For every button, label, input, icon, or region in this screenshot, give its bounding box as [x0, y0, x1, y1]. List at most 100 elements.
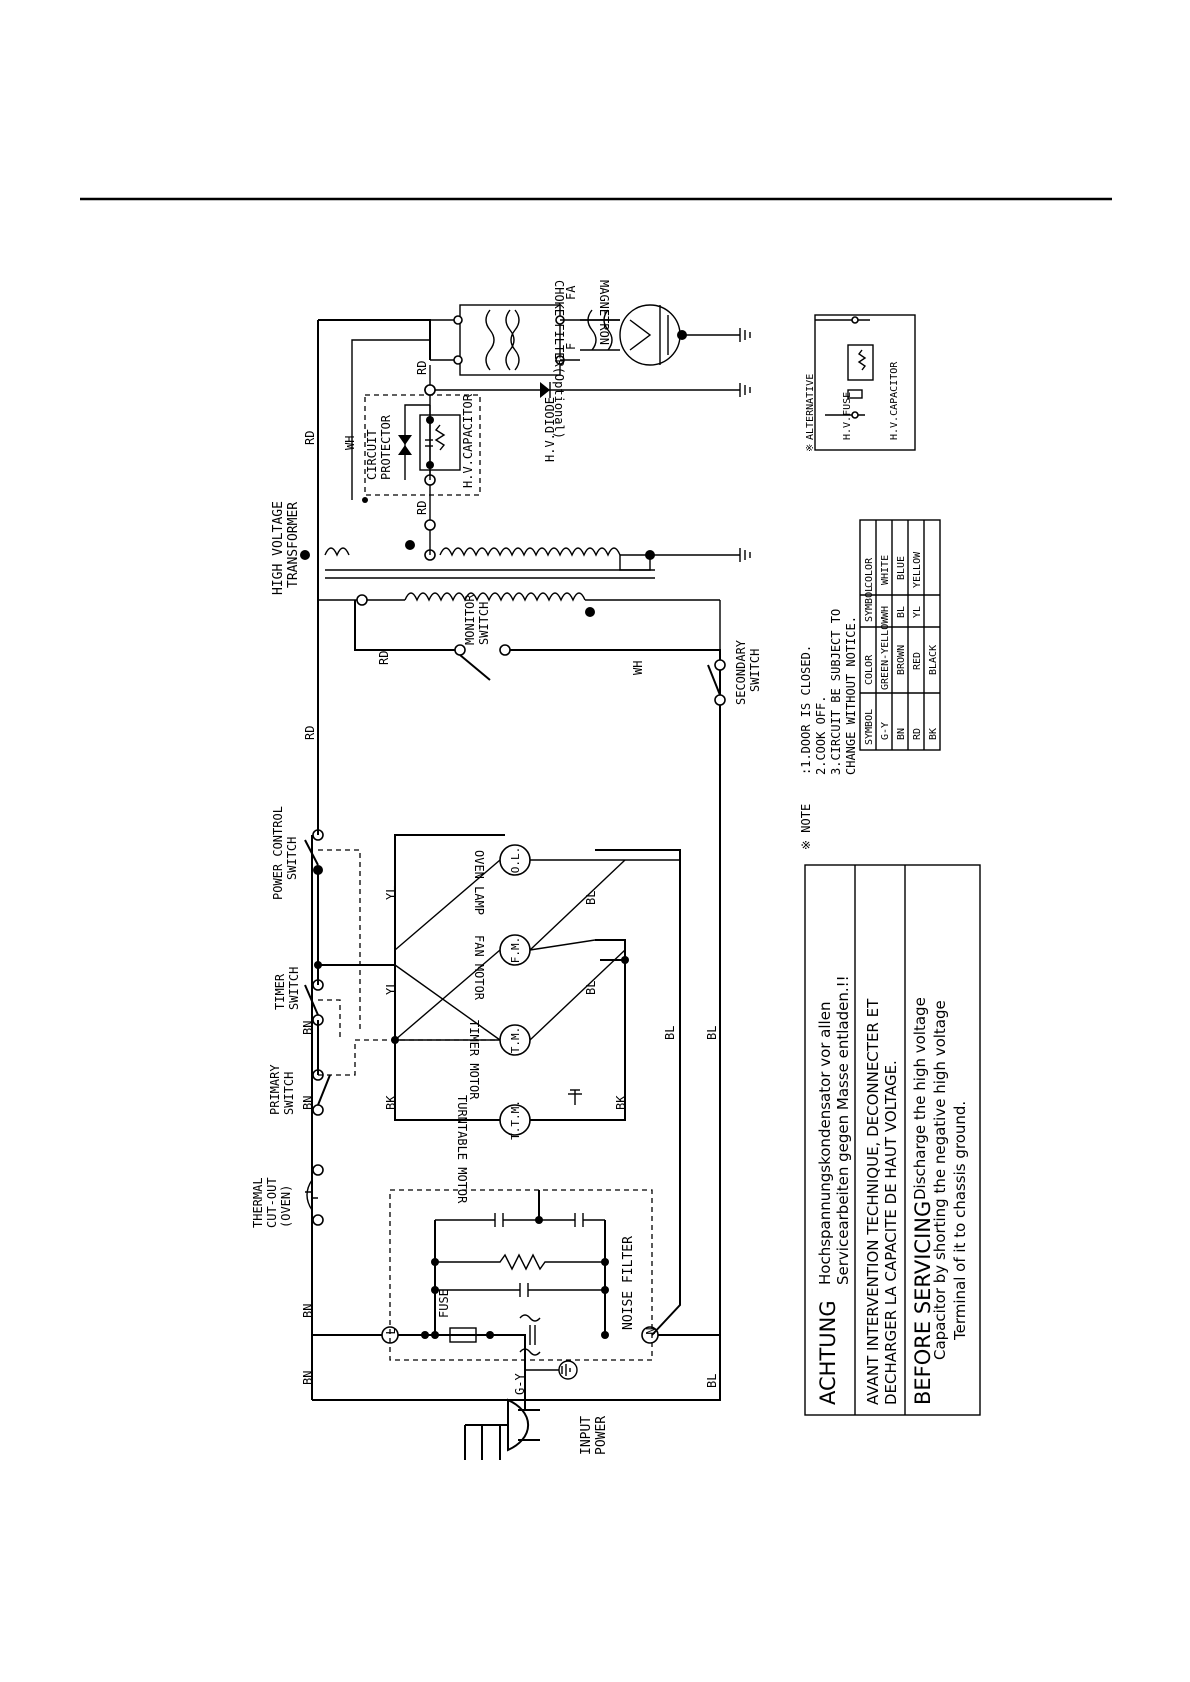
- svg-text:T.T.M.: T.T.M.: [509, 1100, 522, 1140]
- wire-bl-4: BL: [584, 891, 598, 905]
- noise-filter-network: [431, 1190, 609, 1356]
- table-row-2-col-1: BROWN: [896, 645, 907, 675]
- hv-capacitor-alt-label: H.V.CAPACITOR: [889, 361, 900, 440]
- table-row-1-sym-2: WH: [880, 606, 891, 618]
- wire-wh-1: WH: [631, 661, 645, 675]
- timer-switch-label-1: TIMER: [273, 973, 287, 1010]
- schematic: INPUT POWER G-Y L N: [251, 280, 762, 1460]
- monitor-switch: [354, 600, 721, 700]
- achtung-line-1: Hochspannungskondensator vor allen: [816, 1002, 834, 1285]
- monitor-label-2: SWITCH: [477, 602, 491, 645]
- before-line-2: Capacitor by shorting the negative high …: [931, 1000, 949, 1360]
- table-header-color-2: COLOR: [864, 557, 875, 588]
- wire-rd-5: RD: [415, 361, 429, 375]
- ground-icon: [525, 1360, 578, 1380]
- avant-line-2: DECHARGER LA CAPACITE DE HAUT VOLTAGE.: [882, 1060, 900, 1405]
- wire-rd-4: RD: [415, 501, 429, 515]
- oven-lamp-label: OVEN LAMP: [472, 850, 486, 915]
- fuse: [398, 1327, 500, 1343]
- thermal-label-2: CUT-OUT: [265, 1177, 279, 1228]
- before-line-1: Discharge the high voltage: [911, 997, 929, 1200]
- table-row-2-col-2: BLUE: [896, 556, 907, 580]
- svg-text:L: L: [384, 1327, 398, 1334]
- noise-filter-box: [389, 1189, 653, 1361]
- table-row-3-col-1: RED: [912, 652, 923, 670]
- color-table: SYMBOL COLOR SYMBOL COLOR G-Y GREEN-YELL…: [859, 519, 941, 751]
- diode-ground-icon: [739, 383, 751, 397]
- hv-transformer-label-1: HIGH VOLTAGE: [271, 501, 286, 595]
- table-header-symbol-1: SYMBOL: [864, 709, 875, 745]
- magnetron-ground-icon: [739, 328, 751, 342]
- hv-transformer-label-2: TRANSFORMER: [286, 502, 301, 588]
- table-header-color-1: COLOR: [864, 654, 875, 685]
- table-row-3-sym-2: YL: [912, 606, 923, 618]
- bn-rail: [311, 1334, 526, 1355]
- note-1: :1.DOOR IS CLOSED.: [799, 645, 813, 775]
- secondary-label-1: SECONDARY: [734, 639, 748, 705]
- wire-bl-3: BL: [663, 1026, 677, 1040]
- input-power-plug: [464, 1355, 540, 1460]
- wire-bk-1: BK: [384, 1095, 398, 1110]
- note-3a: 3.CIRCUIT BE SUBJECT TO: [829, 609, 843, 775]
- hv-fuse-label: H.V.FUSE: [842, 392, 853, 440]
- fuse-label: FUSE: [437, 1289, 451, 1318]
- monitor-label-1: MONITOR: [463, 594, 477, 645]
- primary-label-2: SWITCH: [282, 1072, 296, 1115]
- hv-diode: [424, 382, 740, 398]
- timer-motor-label: TIMER MOTOR: [467, 1020, 481, 1100]
- alternative-prefix: ※: [805, 444, 816, 452]
- table-row-1-col-1: GREEN-YELLOW: [880, 617, 891, 690]
- wire-rd-3: RD: [303, 431, 317, 445]
- svg-text:O.L.: O.L.: [509, 847, 522, 874]
- input-power-label-2: POWER: [594, 1416, 609, 1455]
- before-servicing-title: BEFORE SERVICING: [911, 1201, 935, 1405]
- timer-switch-label-2: SWITCH: [287, 967, 301, 1010]
- notes: ※ NOTE :1.DOOR IS CLOSED. 2.COOK OFF. 3.…: [799, 609, 858, 850]
- wire-wh-2: WH: [343, 436, 357, 450]
- circuit-protector-box: [364, 394, 481, 496]
- primary-label-1: PRIMARY: [268, 1064, 282, 1115]
- table-header-symbol-2: SYMBOL: [864, 586, 875, 622]
- primary-switch: [312, 1069, 331, 1116]
- power-control-switch: [304, 829, 324, 875]
- turntable-motor-label: TURNTABLE MOTOR: [455, 1095, 469, 1204]
- turntable-ground-icon: [568, 1089, 582, 1105]
- table-row-1-sym-1: G-Y: [880, 722, 891, 740]
- terminal-n: N: [641, 1326, 659, 1344]
- power-control-label-2: SWITCH: [285, 837, 299, 880]
- secondary-switch: [707, 659, 726, 706]
- f-label: F: [564, 343, 578, 350]
- magnetron-label: MAGNETRON: [597, 280, 611, 345]
- table-row-3-col-2: YELLOW: [912, 551, 923, 588]
- svg-text:F.M.: F.M.: [509, 937, 522, 964]
- table-row-3-sym-1: RD: [912, 728, 923, 740]
- transformer-ground-icon: [739, 548, 751, 562]
- wire-bk-2: BK: [614, 1095, 628, 1110]
- table-row-2-sym-1: BN: [896, 728, 907, 740]
- warning-box: ACHTUNG Hochspannungskondensator vor all…: [804, 864, 981, 1416]
- fa-label: FA: [564, 285, 578, 300]
- table-row-4-col-1: BLACK: [928, 645, 939, 675]
- wire-rd-1: RD: [303, 726, 317, 740]
- hv-diode-label: H.V.DIODE: [543, 397, 557, 462]
- oven-lamp: O.L.: [499, 844, 531, 876]
- wire-bl-1: BL: [705, 1374, 719, 1388]
- choke-filter-label: CHOKE FILTER(Optional): [552, 280, 566, 439]
- thermal-cutout: [305, 1164, 324, 1226]
- alternative-box: ※ ALTERNATIVE H.V.FUSE H.V.CAPACITOR: [805, 314, 916, 452]
- wire-bn-4: BN: [301, 1021, 315, 1035]
- choke-filter-box: [459, 304, 561, 376]
- choke-filter: [430, 309, 580, 371]
- wire-bl-2: BL: [705, 1026, 719, 1040]
- svg-text:T.M.: T.M.: [509, 1027, 522, 1054]
- thermal-label-3: (OVEN): [279, 1185, 293, 1228]
- turntable-motor: T.T.M.: [395, 1100, 625, 1140]
- before-line-3: Terminal of it to chassis ground.: [951, 1101, 969, 1341]
- input-power-label-1: INPUT: [579, 1416, 594, 1455]
- table-row-1-col-2: WHITE: [880, 555, 891, 585]
- alternative-label: ALTERNATIVE: [805, 374, 816, 440]
- wire-bn-3: BN: [301, 1096, 315, 1110]
- hv-capacitor-label: H.V.CAPACITOR: [461, 393, 475, 488]
- note-mark: ※ NOTE: [799, 804, 813, 850]
